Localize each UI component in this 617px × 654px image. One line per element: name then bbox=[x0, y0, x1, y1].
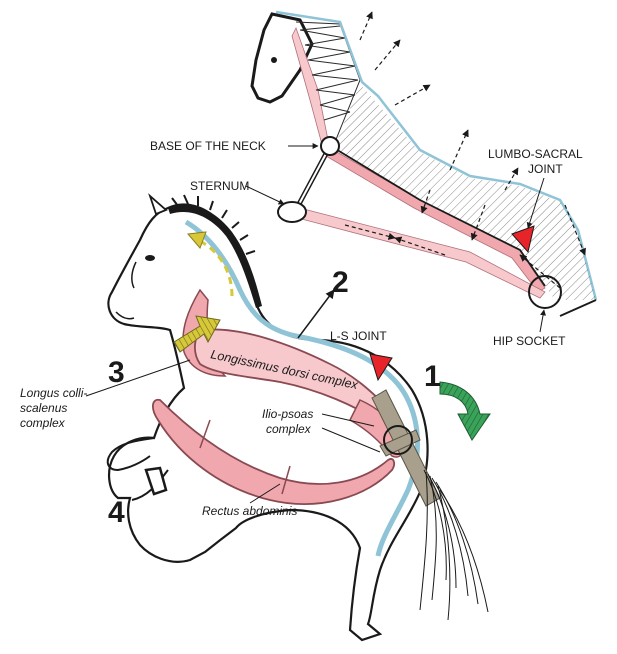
hip-joint-circle bbox=[383, 425, 413, 455]
number-4: 4 bbox=[108, 496, 125, 529]
label-longus-3: complex bbox=[20, 416, 66, 430]
horse-eye bbox=[145, 255, 155, 261]
label-iliopsoas-2: complex bbox=[266, 422, 312, 436]
number-1: 1 bbox=[424, 360, 441, 393]
label-longus-1: Longus colli- bbox=[20, 386, 87, 400]
back-hatch bbox=[334, 84, 596, 300]
horse-ear bbox=[148, 193, 168, 216]
rearing-horse bbox=[106, 193, 491, 642]
label-rectus: Rectus abdominis bbox=[202, 504, 297, 518]
horse-tail bbox=[419, 469, 489, 621]
horse-mane bbox=[168, 204, 262, 308]
hip-socket-joint bbox=[528, 275, 562, 309]
label-longus-2: scalenus bbox=[20, 401, 67, 415]
lumbo-sacral-marker bbox=[511, 225, 535, 254]
label-lumbo-sacral-joint: JOINT bbox=[528, 162, 563, 176]
schematic-skeleton bbox=[250, 10, 598, 317]
neck-truss bbox=[295, 21, 361, 143]
label-hip-socket: HIP SOCKET bbox=[493, 334, 566, 348]
label-lumbo-sacral: LUMBO-SACRAL bbox=[488, 147, 583, 161]
label-base-of-neck: BASE OF THE NECK bbox=[150, 139, 266, 153]
number-3: 3 bbox=[108, 356, 125, 389]
ls-joint-marker bbox=[369, 353, 393, 382]
label-ls-joint: L-S JOINT bbox=[330, 329, 387, 343]
label-iliopsoas-1: Ilio-psoas bbox=[262, 407, 313, 421]
number-2: 2 bbox=[332, 266, 349, 299]
horse-spine-line bbox=[184, 219, 420, 557]
schematic-eye bbox=[271, 57, 277, 63]
base-of-neck-joint bbox=[320, 136, 340, 156]
force-arrows bbox=[344, 11, 586, 289]
sternum-marker bbox=[277, 201, 307, 223]
rectus-abdominis-muscle bbox=[152, 398, 395, 505]
label-sternum: STERNUM bbox=[190, 179, 249, 193]
yellow-dashed-arrow bbox=[197, 238, 234, 297]
front-hoof bbox=[144, 466, 168, 496]
